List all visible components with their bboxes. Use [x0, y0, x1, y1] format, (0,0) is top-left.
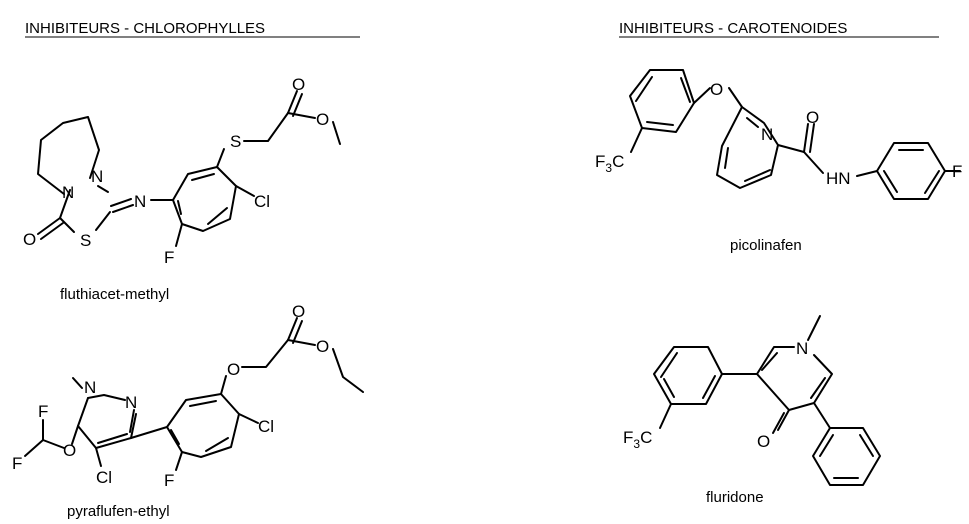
atom-cl: Cl	[96, 468, 112, 487]
atom-f: F	[38, 402, 48, 421]
atom-n: N	[796, 339, 808, 358]
atom-n: N	[84, 378, 96, 397]
compound-name-pyraflufen-ethyl: pyraflufen-ethyl	[67, 503, 170, 520]
structure-fluridone: N O F3C	[623, 315, 881, 486]
structure-fluthiacet-methyl: N N S O N S O O Cl F	[23, 75, 341, 267]
atom-o: O	[757, 432, 770, 451]
atom-s: S	[230, 132, 241, 151]
structure-pyraflufen-ethyl: N N O F F Cl Cl F O O O	[12, 302, 364, 490]
atom-n: N	[125, 393, 137, 412]
atom-cl: Cl	[258, 417, 274, 436]
atom-n: N	[62, 183, 74, 202]
atom-o: O	[806, 108, 819, 127]
atom-o: O	[23, 230, 36, 249]
atom-o: O	[227, 360, 240, 379]
atom-n: N	[761, 125, 773, 144]
atom-f: F	[952, 162, 962, 181]
atom-n: N	[134, 192, 146, 211]
structure-picolinafen: O N O HN F F3C	[595, 69, 962, 200]
atom-f: F	[12, 454, 22, 473]
atom-o: O	[710, 80, 723, 99]
heading-chlorophylles: INHIBITEURS - CHLOROPHYLLES	[25, 20, 265, 37]
atom-o: O	[292, 75, 305, 94]
compound-name-picolinafen: picolinafen	[730, 237, 802, 254]
atom-hn: HN	[826, 169, 851, 188]
atom-f: F	[164, 471, 174, 490]
atom-s: S	[80, 231, 91, 250]
atom-o: O	[63, 441, 76, 460]
atom-f: F	[164, 248, 174, 267]
atom-o: O	[292, 302, 305, 321]
heading-carotenoides: INHIBITEURS - CAROTENOIDES	[619, 20, 847, 37]
cf3-group: F3C	[595, 152, 624, 175]
atom-o: O	[316, 110, 329, 129]
atom-cl: Cl	[254, 192, 270, 211]
cf3-group: F3C	[623, 428, 652, 451]
atom-n: N	[91, 167, 103, 186]
atom-o: O	[316, 337, 329, 356]
compound-name-fluthiacet-methyl: fluthiacet-methyl	[60, 286, 169, 303]
compound-name-fluridone: fluridone	[706, 489, 764, 506]
